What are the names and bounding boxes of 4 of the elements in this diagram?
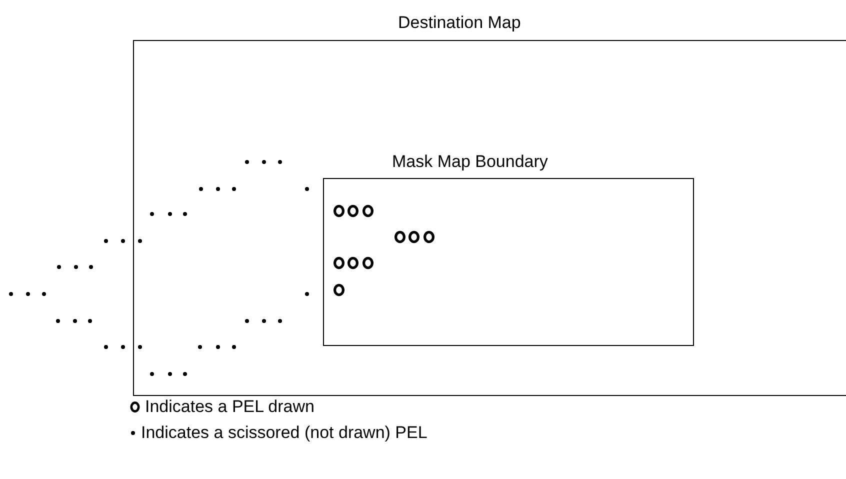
- map-heading: Destination Map: [398, 13, 521, 33]
- legend-text: Indicates a PEL drawn: [145, 397, 314, 417]
- map-heading: Mask Map Boundary: [392, 152, 548, 172]
- legend-text: Indicates a scissored (not drawn) PEL: [141, 423, 428, 443]
